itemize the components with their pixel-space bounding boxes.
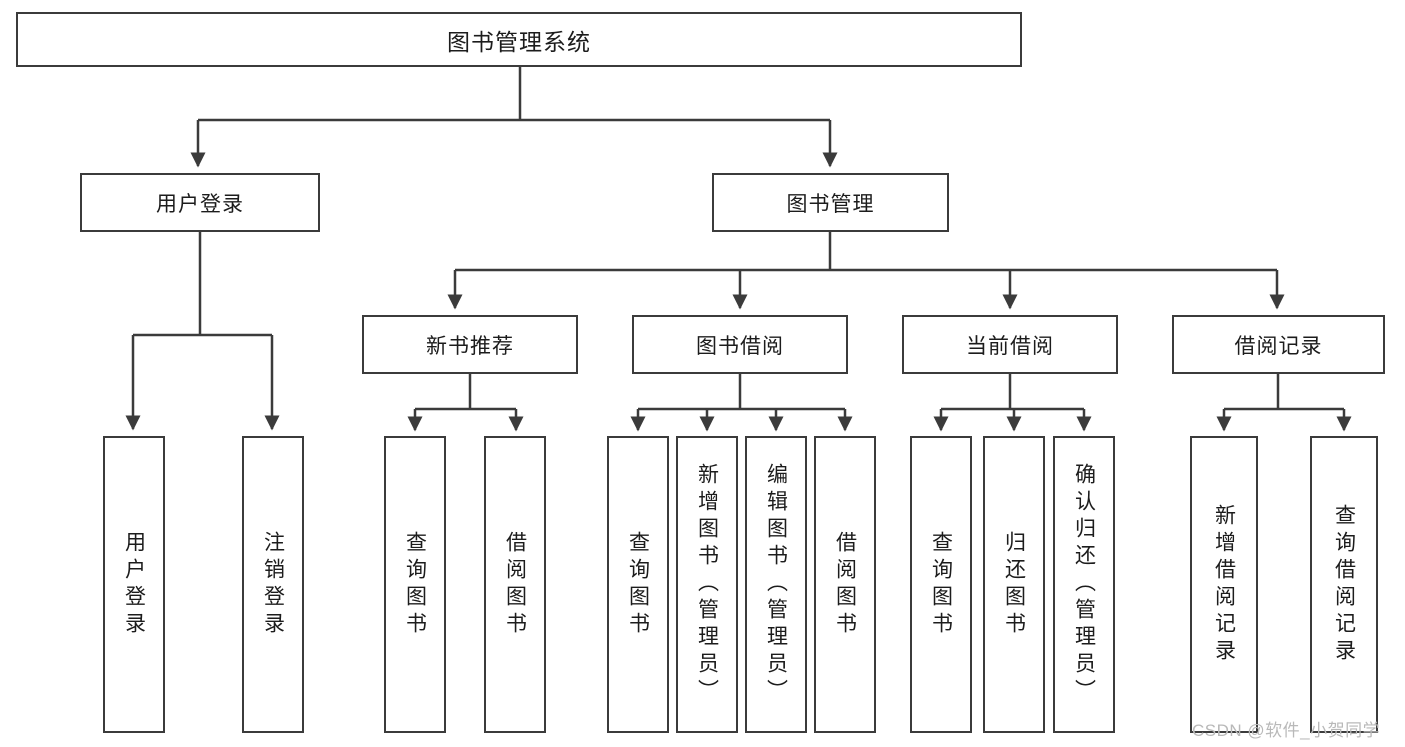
leaf-borrow-book[interactable]: 借阅图书 — [814, 436, 876, 733]
csdn-watermark: CSDN @软件_小贺同学 — [1192, 721, 1381, 740]
leaf-borrow-book-label: 借阅图书 — [833, 530, 857, 639]
node-new-book-recommend[interactable]: 新书推荐 — [362, 315, 578, 374]
node-user-login[interactable]: 用户登录 — [80, 173, 320, 232]
leaf-add-book-admin[interactable]: 新增图书（管理员） — [676, 436, 738, 733]
node-root-label: 图书管理系统 — [447, 28, 591, 55]
leaf-new-book-borrow-label: 借阅图书 — [503, 530, 527, 639]
leaf-current-query-book-label: 查询图书 — [929, 530, 953, 639]
leaf-confirm-return-admin-label: 确认归还（管理员） — [1072, 463, 1096, 706]
leaf-user-login[interactable]: 用户登录 — [103, 436, 165, 733]
leaf-user-login-label: 用户登录 — [122, 530, 146, 639]
leaf-return-book-label: 归还图书 — [1002, 530, 1026, 639]
leaf-edit-book-admin-label: 编辑图书（管理员） — [764, 463, 788, 706]
node-current-borrow-label: 当前借阅 — [966, 334, 1054, 358]
leaf-current-query-book[interactable]: 查询图书 — [910, 436, 972, 733]
leaf-add-borrow-record-label: 新增借阅记录 — [1212, 503, 1236, 666]
node-book-borrow-label: 图书借阅 — [696, 334, 784, 358]
leaf-new-book-query-label: 查询图书 — [403, 530, 427, 639]
node-borrow-record[interactable]: 借阅记录 — [1172, 315, 1385, 374]
leaf-confirm-return-admin[interactable]: 确认归还（管理员） — [1053, 436, 1115, 733]
leaf-logout-label: 注销登录 — [261, 530, 285, 639]
node-current-borrow[interactable]: 当前借阅 — [902, 315, 1118, 374]
leaf-borrow-query-book-label: 查询图书 — [626, 530, 650, 639]
node-borrow-record-label: 借阅记录 — [1234, 334, 1323, 358]
node-root[interactable]: 图书管理系统 — [16, 12, 1022, 67]
leaf-query-borrow-record-label: 查询借阅记录 — [1332, 503, 1356, 666]
leaf-query-borrow-record[interactable]: 查询借阅记录 — [1310, 436, 1378, 733]
node-user-login-label: 用户登录 — [156, 192, 244, 216]
node-book-borrow[interactable]: 图书借阅 — [632, 315, 848, 374]
leaf-return-book[interactable]: 归还图书 — [983, 436, 1045, 733]
leaf-borrow-query-book[interactable]: 查询图书 — [607, 436, 669, 733]
leaf-new-book-query[interactable]: 查询图书 — [384, 436, 446, 733]
leaf-new-book-borrow[interactable]: 借阅图书 — [484, 436, 546, 733]
node-book-management-label: 图书管理 — [786, 192, 875, 216]
node-new-book-recommend-label: 新书推荐 — [426, 334, 514, 358]
leaf-add-borrow-record[interactable]: 新增借阅记录 — [1190, 436, 1258, 733]
node-book-management[interactable]: 图书管理 — [712, 173, 949, 232]
leaf-logout[interactable]: 注销登录 — [242, 436, 304, 733]
leaf-edit-book-admin[interactable]: 编辑图书（管理员） — [745, 436, 807, 733]
leaf-add-book-admin-label: 新增图书（管理员） — [695, 463, 719, 706]
